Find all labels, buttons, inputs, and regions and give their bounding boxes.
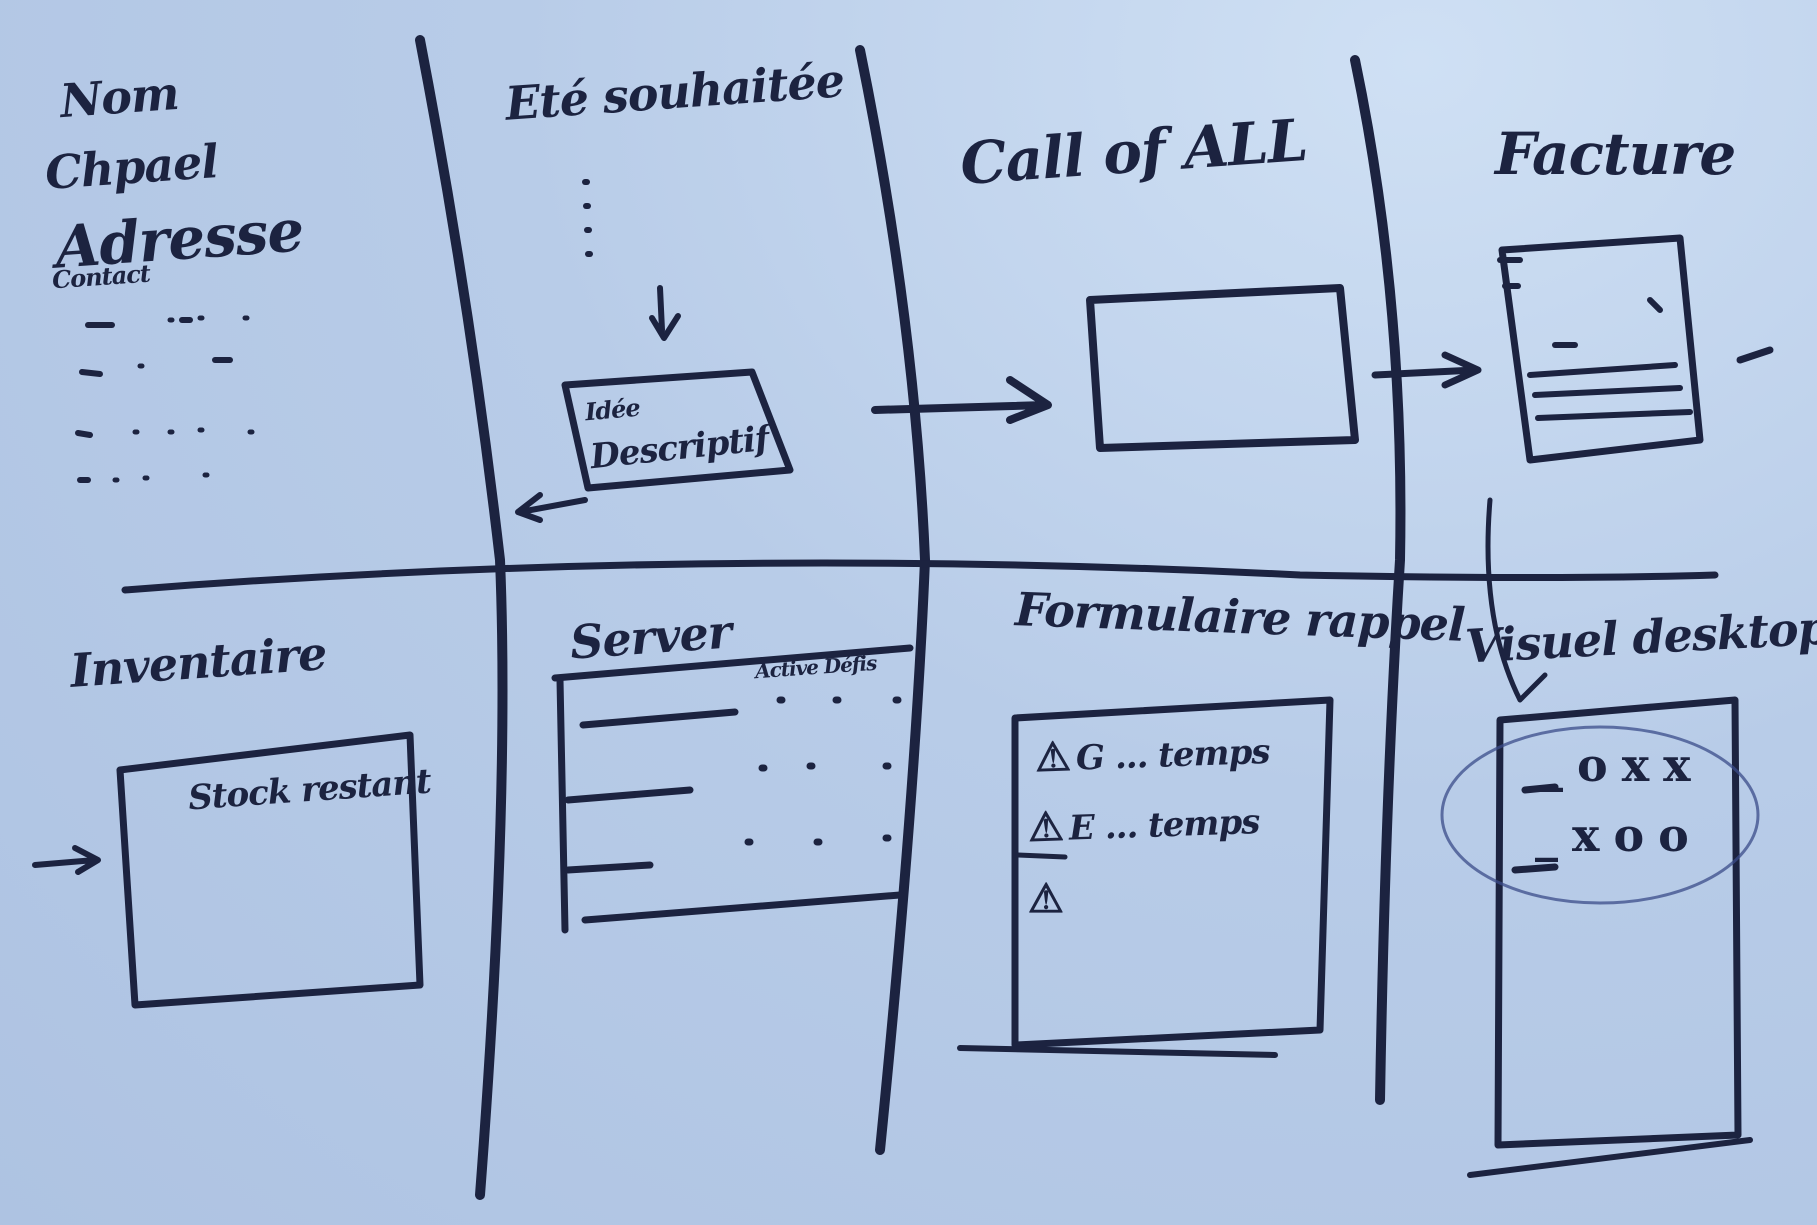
formulaire-row-3: ⚠	[1028, 875, 1069, 922]
divider-column-3	[1350, 55, 1406, 1105]
call-arrow-out	[1371, 351, 1482, 389]
etat-down-arrow	[649, 285, 681, 341]
formulaire-row-text: G ... temps	[1075, 731, 1271, 779]
warning-icon: ⚠	[1028, 875, 1064, 922]
server-rows	[564, 708, 739, 874]
facture-side-mark	[1736, 346, 1774, 364]
server-frame-bottom	[581, 891, 904, 924]
formulaire-row-text: E ... temps	[1068, 801, 1260, 849]
divider-column-1	[415, 35, 508, 1200]
field-nom: Nom	[58, 65, 181, 129]
divider-column-2	[855, 45, 930, 1155]
etat-card-idea: Idée	[583, 392, 641, 427]
etat-card	[561, 368, 794, 492]
facture-title: Facture	[1495, 120, 1736, 188]
warning-icon: ⚠	[1027, 802, 1064, 852]
visuel-base	[1467, 1137, 1753, 1178]
visuel-row-2: _ x o o	[1535, 808, 1689, 862]
formulaire-base	[957, 1045, 1278, 1058]
inventaire-arrow	[32, 845, 101, 875]
server-frame-left	[556, 676, 569, 934]
formulaire-divider	[1015, 852, 1068, 860]
server-title: Server	[568, 604, 733, 670]
client-form-placeholders	[75, 317, 233, 483]
visuel-frame	[1494, 696, 1742, 1149]
etat-card-back-arrow	[515, 492, 588, 523]
formulaire-box	[1011, 696, 1334, 1049]
formulaire-row-2: ⚠E ... temps	[1027, 796, 1260, 851]
visuel-row-dashes	[1511, 783, 1559, 874]
visuel-selection-ellipse	[1440, 725, 1760, 905]
divider-row	[121, 559, 1719, 594]
inventaire-box	[116, 731, 424, 1009]
etat-dotted-list	[582, 179, 593, 257]
formulaire-row-1: ⚠G ... temps	[1034, 726, 1270, 781]
visuel-row-1: _ o x x	[1540, 738, 1691, 792]
facture-down-arrow	[1485, 497, 1548, 703]
server-dots	[744, 696, 902, 846]
server-frame-top	[551, 644, 914, 682]
facture-lines	[1497, 257, 1693, 421]
call-arrow-in	[871, 376, 1052, 424]
client-form-dots	[112, 315, 255, 483]
warning-icon: ⚠	[1034, 732, 1071, 782]
call-box	[1086, 284, 1359, 452]
facture-document	[1498, 234, 1704, 464]
